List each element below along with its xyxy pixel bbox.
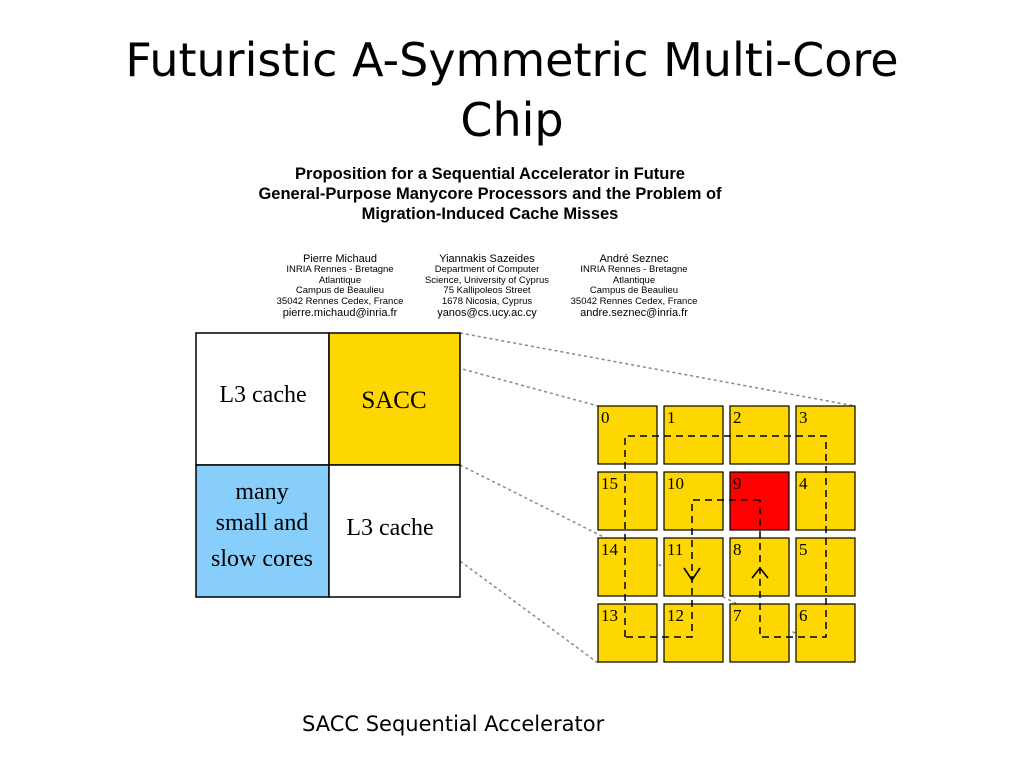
core-number-label: 13 [601,606,618,625]
paper-title-line: General-Purpose Manycore Processors and … [258,185,722,203]
core-cell [663,603,724,663]
l3-cache-bottom-block [328,464,461,598]
direction-arrows [683,566,769,582]
author-email: andre.seznec@inria.fr [580,307,688,319]
l3-cache-bottom-label: L3 cache [346,515,433,541]
slide-title-line-1: Futuristic A-Symmetric Multi-Core [125,33,899,87]
core-cell [663,471,724,531]
author-affiliation: Atlantique [612,274,656,286]
author-block: André Seznec INRIA Rennes - Bretagne Atl… [554,253,714,319]
sacc-label: SACC [361,387,426,414]
small-cores-block [195,464,330,598]
core-number-label: 4 [799,474,808,493]
author-address: Campus de Beaulieu [589,285,679,296]
author-block: Yiannakis Sazeides Department of Compute… [407,253,567,319]
paper-title-line: Proposition for a Sequential Accelerator… [295,165,685,183]
core-cell [597,537,658,597]
core-number-label: 7 [733,606,742,625]
core-cell [729,405,790,465]
core-number-label: 15 [601,474,618,493]
inner-loop-path [625,499,760,638]
core-number-label: 14 [601,540,619,559]
author-affiliation: INRIA Rennes - Bretagne [286,264,394,275]
author-name: Yiannakis Sazeides [439,253,535,265]
slide-title-line-2: Chip [460,93,564,147]
author-address: 1678 Nicosia, Cyprus [441,295,533,307]
author-affiliation: Department of Computer [434,264,540,275]
arrow-up-icon [751,566,769,579]
cores-label-line: slow cores [211,546,313,572]
core-number-label: 3 [799,408,808,427]
author-address: 35042 Rennes Cedex, France [570,295,698,307]
author-name: André Seznec [599,253,669,265]
author-affiliation: Science, University of Cyprus [424,274,550,286]
core-number-label: 9 [733,474,742,493]
l3-cache-top-label: L3 cache [219,382,306,408]
author-block: Pierre Michaud INRIA Rennes - Bretagne A… [260,253,420,319]
paper-header: Proposition for a Sequential Accelerator… [190,164,790,319]
cores-label-line: many [235,479,288,505]
core-number-label: 6 [799,606,808,625]
slide-caption: SACC Sequential Accelerator [302,712,605,736]
core-number-label: 8 [733,540,742,559]
migration-paths [624,435,827,638]
core-cell [597,603,658,663]
core-cell [597,471,658,531]
slide-title: Futuristic A-Symmetric Multi-Core Chip [0,30,1024,150]
sacc-block [328,332,461,466]
author-email: yanos@cs.ucy.ac.cy [437,307,537,319]
paper-title: Proposition for a Sequential Accelerator… [190,164,790,224]
l3-cache-top-block [195,332,330,466]
core-number-label: 10 [667,474,684,493]
core-number-label: 2 [733,408,742,427]
core-number-label: 0 [601,408,610,427]
arrow-down-icon [683,567,701,582]
chip-floorplan: L3 cache SACC many small and slow cores … [195,332,461,598]
zoom-line [459,332,856,407]
core-number-label: 1 [667,408,676,427]
core-number-label: 12 [667,606,684,625]
author-list: Pierre Michaud INRIA Rennes - Bretagne A… [190,253,790,323]
author-email: pierre.michaud@inria.fr [282,307,398,319]
author-address: 75 Kallipoleos Street [443,285,531,296]
paper-title-line: Migration-Induced Cache Misses [361,205,619,223]
author-affiliation: INRIA Rennes - Bretagne [580,264,688,275]
author-name: Pierre Michaud [303,253,377,265]
cores-label-line: small and [216,510,309,536]
author-address: Campus de Beaulieu [295,285,385,296]
core-number-label: 11 [667,540,683,559]
author-affiliation: Atlantique [318,274,362,286]
core-cell [663,405,724,465]
core-number-label: 5 [799,540,808,559]
core-cell [663,537,724,597]
zoom-line [329,332,599,407]
core-cell [597,405,658,465]
author-address: 35042 Rennes Cedex, France [276,295,404,307]
